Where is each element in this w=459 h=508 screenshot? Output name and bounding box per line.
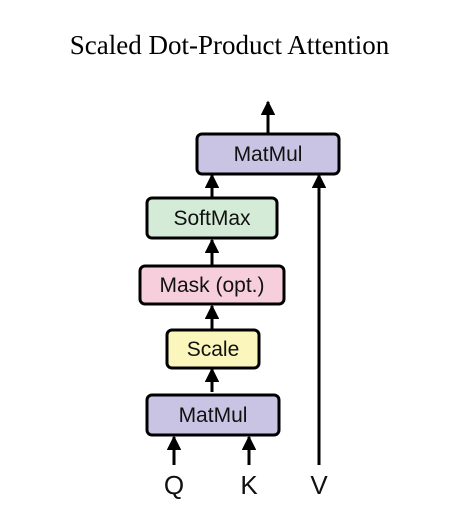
scale-block: Scale <box>165 328 261 370</box>
mask-label: Mask (opt.) <box>159 274 264 297</box>
key-input-label: K <box>240 470 258 500</box>
matmul-bottom-label: MatMul <box>179 404 248 427</box>
matmul-bottom-block: MatMul <box>145 393 281 437</box>
diagram-title: Scaled Dot-Product Attention <box>69 30 390 60</box>
value-input-label: V <box>310 470 328 500</box>
mask-block: Mask (opt.) <box>138 264 286 306</box>
matmul-top-block: MatMul <box>195 132 341 176</box>
matmul-top-label: MatMul <box>234 143 303 166</box>
scale-label: Scale <box>187 338 240 361</box>
softmax-block: SoftMax <box>145 196 279 240</box>
softmax-label: SoftMax <box>173 207 251 230</box>
query-input-label: Q <box>164 470 184 500</box>
